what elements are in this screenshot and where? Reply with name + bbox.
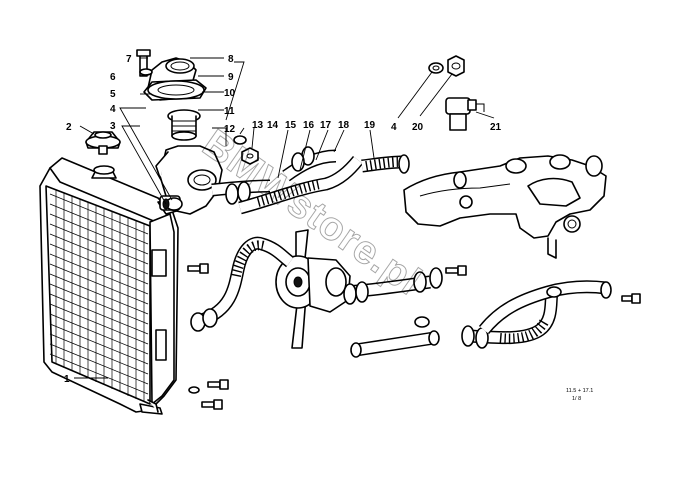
bolt-pump-b (445, 265, 467, 276)
callout-17: 17 (320, 120, 332, 131)
drawing-code-line2: 1/ 8 (572, 396, 581, 402)
callout-16: 16 (303, 120, 315, 131)
leader-lines (74, 57, 495, 379)
radiator (39, 157, 181, 415)
callout-19: 19 (364, 120, 376, 131)
callout-6: 6 (110, 72, 116, 83)
hose-clamps-16 (225, 181, 251, 205)
lower-hose-radiator (190, 236, 295, 332)
washer-left (188, 386, 200, 394)
callout-13: 13 (252, 120, 264, 131)
washer-4-right (428, 62, 444, 74)
bolt-right (621, 293, 641, 304)
nut-14 (241, 147, 259, 165)
radiator-cap (85, 131, 121, 155)
callout-14: 14 (267, 120, 279, 131)
drawing-code: 11.5 + 17.1 1/ 8 (566, 388, 593, 402)
callout-2: 2 (66, 122, 72, 133)
radiator-core (49, 190, 149, 402)
bypass-hose (343, 267, 443, 305)
temp-switch-21 (445, 97, 485, 131)
temp-sender-20 (447, 55, 465, 77)
callout-15: 15 (285, 120, 297, 131)
callout-labels: 7 8 6 9 5 10 4 11 2 3 12 13 14 15 16 17 … (64, 54, 502, 385)
hose-section-loose (350, 330, 440, 358)
callout-5: 5 (110, 89, 116, 100)
clamp-loose (414, 316, 430, 328)
hose-17 (238, 155, 364, 215)
gasket-13 (233, 135, 247, 145)
hose-19 (361, 154, 410, 174)
callout-4-right: 4 (391, 122, 397, 133)
bolt-pump-a (187, 263, 209, 274)
bolt-left-lower (201, 399, 223, 410)
heater-hose-lower (461, 290, 559, 349)
callout-1: 1 (64, 374, 70, 385)
callout-4-left: 4 (110, 104, 116, 115)
thermostat-11 (167, 109, 201, 141)
callout-11: 11 (224, 106, 235, 117)
heater-hose-upper (478, 280, 612, 335)
callout-7: 7 (126, 54, 132, 65)
callout-21: 21 (490, 122, 502, 133)
callout-12: 12 (224, 124, 236, 135)
drawing-code-line1: 11.5 + 17.1 (566, 388, 593, 394)
thermostat-bolt-7 (136, 49, 151, 77)
callout-10: 10 (224, 88, 236, 99)
callout-8: 8 (228, 54, 234, 65)
water-pump (275, 255, 351, 313)
intake-manifold (403, 154, 607, 259)
bolt-left-mid (207, 379, 229, 390)
callout-18: 18 (338, 120, 350, 131)
callout-20: 20 (412, 122, 424, 133)
gasket-9 (147, 80, 205, 100)
callout-9: 9 (228, 72, 234, 83)
callout-3: 3 (110, 121, 116, 132)
washer-6 (139, 68, 153, 76)
